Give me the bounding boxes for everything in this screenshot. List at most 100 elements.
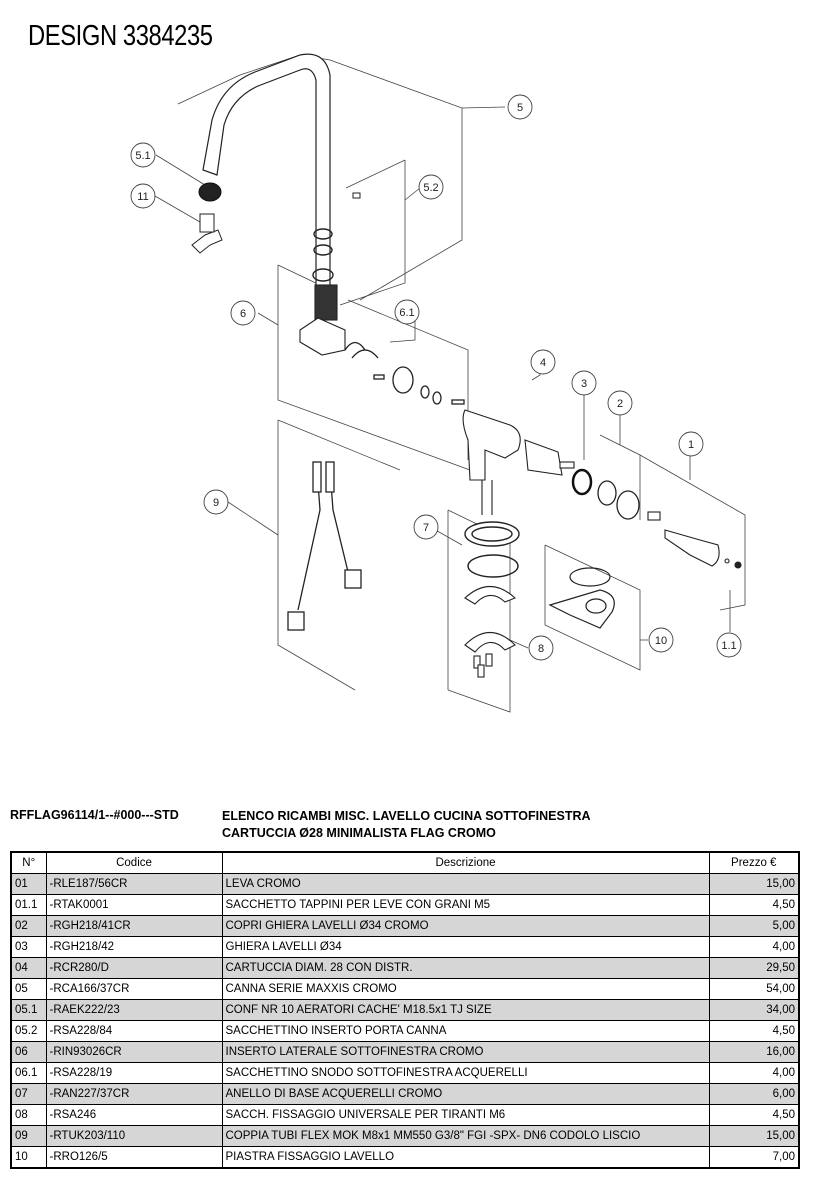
- guide-line: [639, 454, 746, 611]
- callout-label: 8: [538, 643, 544, 655]
- parts-list-code: RFFLAG96114/1--#000---STD: [10, 808, 179, 822]
- callout-10: 10: [648, 627, 674, 653]
- callout-label: 9: [213, 497, 219, 509]
- row-code: -RRO126/5: [45, 1146, 223, 1169]
- callout-5.1: 5.1: [130, 142, 156, 168]
- row-number: 05: [10, 978, 47, 1000]
- row-number: 10: [10, 1146, 47, 1169]
- fixing-set-part: [464, 585, 517, 678]
- callout-circle: [413, 514, 439, 540]
- row-code: -RSA228/19: [45, 1062, 223, 1084]
- column-header-number: N°: [10, 851, 47, 874]
- row-price: 7,00: [708, 1146, 800, 1169]
- table-header-row: N° Codice Descrizione Prezzo €: [10, 851, 800, 874]
- guide-line: [345, 159, 406, 189]
- callout-8: 8: [528, 635, 554, 661]
- callout-circle: [394, 299, 420, 325]
- parts-list-title-line1: ELENCO RICAMBI MISC. LAVELLO CUCINA SOTT…: [222, 809, 591, 823]
- flex-hoses-part: [287, 461, 362, 631]
- row-description: CANNA SERIE MAXXIS CROMO: [221, 978, 710, 1000]
- callout-1: 1: [678, 431, 704, 457]
- row-description: SACCHETTO TAPPINI PER LEVE CON GRANI M5: [221, 894, 710, 916]
- callout-6.1: 6.1: [394, 299, 420, 325]
- row-price: 6,00: [708, 1083, 800, 1105]
- callout-circle: [530, 349, 556, 375]
- row-price: 15,00: [708, 873, 800, 895]
- row-number: 01.1: [10, 894, 47, 916]
- parts-table: N° Codice Descrizione Prezzo € 01-RLE187…: [10, 851, 800, 1169]
- row-number: 06.1: [10, 1062, 47, 1084]
- callout-circle: [507, 94, 533, 120]
- row-price: 4,50: [708, 894, 800, 916]
- fixing-plate-part: [548, 567, 615, 629]
- callout-label: 11: [137, 191, 148, 203]
- callout-5: 5: [507, 94, 533, 120]
- spout-part: [202, 53, 331, 291]
- guide-line: [154, 195, 201, 223]
- row-code: -RGH218/42: [45, 936, 223, 958]
- clip-parts: [344, 341, 465, 405]
- guide-line: [155, 154, 206, 186]
- row-code: -RCR280/D: [45, 957, 223, 979]
- guide-line: [277, 419, 401, 471]
- row-code: -RTAK0001: [45, 894, 223, 916]
- callout-label: 4: [540, 357, 546, 369]
- row-price: 4,00: [708, 936, 800, 958]
- guide-line: [277, 264, 321, 286]
- guide-line: [339, 160, 406, 306]
- column-header-price: Prezzo €: [708, 851, 800, 874]
- callout-circle: [230, 300, 256, 326]
- row-code: -RAN227/37CR: [45, 1083, 223, 1105]
- row-description: SACCHETTINO INSERTO PORTA CANNA: [221, 1020, 710, 1042]
- callout-2: 2: [607, 390, 633, 416]
- row-number: 07: [10, 1083, 47, 1105]
- row-description: PIASTRA FISSAGGIO LAVELLO: [221, 1146, 710, 1169]
- guide-line: [509, 639, 529, 649]
- callout-6: 6: [230, 300, 256, 326]
- callout-11: 11: [130, 183, 156, 209]
- parts-list-title-line2: CARTUCCIA Ø28 MINIMALISTA FLAG CROMO: [222, 826, 496, 840]
- callout-label: 1: [688, 439, 694, 451]
- row-code: -RIN93026CR: [45, 1041, 223, 1063]
- row-code: -RCA166/37CR: [45, 978, 223, 1000]
- guide-line: [544, 544, 641, 671]
- row-number: 04: [10, 957, 47, 979]
- row-code: -RAEK222/23: [45, 999, 223, 1021]
- callout-circle: [418, 174, 444, 200]
- callout-3: 3: [571, 370, 597, 396]
- guide-line: [277, 265, 471, 471]
- pin-part: [352, 192, 361, 199]
- cover-ring-part: [597, 480, 640, 520]
- row-description: SACCHETTINO SNODO SOTTOFINESTRA ACQUEREL…: [221, 1062, 710, 1084]
- o-rings-part: [312, 228, 334, 282]
- callout-4: 4: [530, 349, 556, 375]
- row-number: 09: [10, 1125, 47, 1147]
- callout-label: 5: [517, 102, 523, 114]
- row-price: 29,50: [708, 957, 800, 979]
- row-number: 05.1: [10, 999, 47, 1021]
- callout-label: 7: [423, 522, 429, 534]
- row-number: 01: [10, 873, 47, 895]
- aerator-part: [198, 182, 222, 202]
- callout-label: 2: [617, 398, 623, 410]
- callout-circle: [648, 627, 674, 653]
- guide-line: [599, 434, 641, 520]
- callout-circle: [607, 390, 633, 416]
- guide-line: [277, 420, 356, 691]
- guide-line: [404, 187, 421, 201]
- row-price: 34,00: [708, 999, 800, 1021]
- guide-line: [461, 106, 506, 109]
- ring-part: [571, 468, 593, 496]
- callout-label: 1.1: [721, 640, 736, 652]
